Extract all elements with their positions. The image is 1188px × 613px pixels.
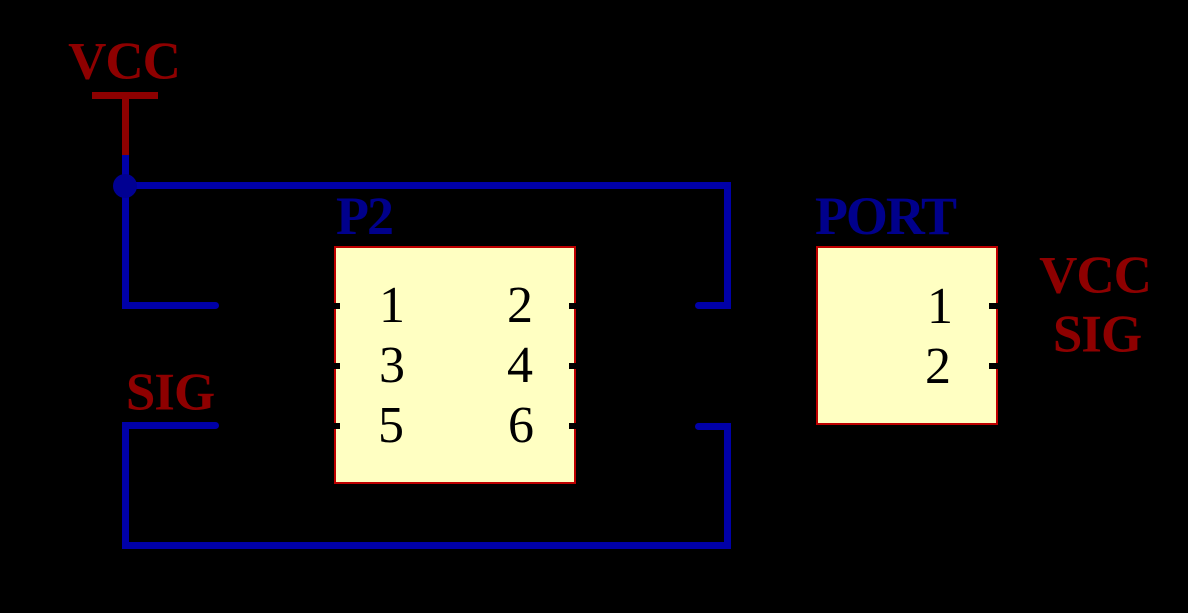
p2-pin-number-2: 2 [507, 277, 533, 334]
wire-vcc-horizontal-top[interactable] [122, 182, 731, 189]
sig-net-label[interactable]: SIG [125, 363, 215, 422]
wire-vcc-drop[interactable] [122, 155, 129, 188]
p2-pin-number-4: 4 [507, 337, 533, 394]
junction-dot [113, 174, 137, 198]
p2-component-box[interactable] [334, 246, 576, 484]
p2-pin-number-1: 1 [379, 277, 405, 334]
port-pin2-stub-icon [989, 363, 1007, 369]
wire-sig-vertical-left[interactable] [122, 422, 129, 549]
p2-pin5-stub-icon [322, 423, 340, 429]
port-pin1-stub-icon [989, 303, 1007, 309]
p2-pin6-stub-icon [569, 423, 587, 429]
wire-vcc-vertical-right[interactable] [724, 182, 731, 309]
wire-vcc-stub-pin2[interactable] [695, 302, 731, 309]
p2-pin4-stub-icon [569, 363, 587, 369]
p2-pin3-stub-icon [322, 363, 340, 369]
vcc-net-label-right[interactable]: VCC [1039, 246, 1152, 305]
vcc-power-label[interactable]: VCC [68, 32, 181, 91]
p2-pin-number-5: 5 [378, 397, 404, 454]
vcc-power-stem-icon [122, 95, 129, 157]
wire-vcc-stub-pin1[interactable] [122, 302, 219, 309]
p2-pin-number-6: 6 [508, 397, 534, 454]
p2-pin1-stub-icon [322, 303, 340, 309]
port-pin-number-1: 1 [927, 278, 953, 335]
sig-net-label-right[interactable]: SIG [1052, 305, 1142, 364]
wire-sig-vertical-right[interactable] [724, 423, 731, 549]
p2-pin2-stub-icon [569, 303, 587, 309]
port-ref-label[interactable]: PORT [814, 186, 957, 246]
p2-pin-number-3: 3 [379, 337, 405, 394]
wire-vcc-vertical-left[interactable] [122, 182, 129, 309]
wire-sig-stub-pin5[interactable] [122, 422, 219, 429]
port-pin-number-2: 2 [925, 338, 951, 395]
p2-ref-label[interactable]: P2 [336, 186, 394, 246]
wire-sig-horizontal-bottom[interactable] [122, 542, 731, 549]
wire-sig-stub-pin6[interactable] [695, 423, 731, 430]
port-component-box[interactable] [816, 246, 998, 425]
